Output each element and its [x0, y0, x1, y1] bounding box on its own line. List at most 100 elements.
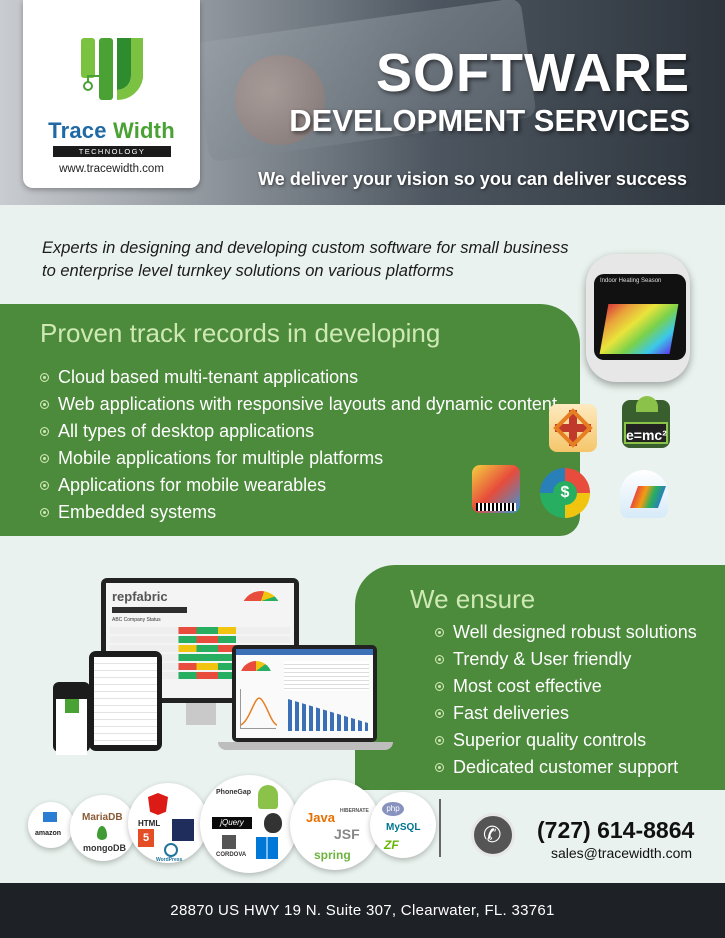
money-chart-icon: $: [540, 468, 590, 518]
amazon-logo: amazon: [35, 830, 62, 837]
laptop-table: [284, 661, 369, 691]
header-tagline: We deliver your vision so you can delive…: [258, 169, 687, 189]
watch-screen-text: Indoor Heating Season: [600, 278, 662, 284]
monitor-table: [106, 625, 294, 681]
monitor-subtitle: ABC Company Status: [112, 617, 161, 623]
logo-card: Trace Width TECHNOLOGY SOLUTIONS www.tra…: [23, 0, 200, 188]
bullet-icon: [40, 427, 49, 436]
we-ensure-panel: We ensure Well designed robust solutions…: [355, 565, 725, 790]
title-software: SOFTWARE: [376, 43, 690, 103]
watch-face: Indoor Heating Season: [594, 274, 686, 360]
tech-circle-databases: MariaDB mongoDB: [70, 795, 136, 861]
contact-divider: [439, 799, 441, 857]
tablet-screen: [94, 657, 157, 745]
footer: 28870 US HWY 19 N. Suite 307, Clearwater…: [0, 883, 725, 938]
network-diagram-icon: [549, 404, 597, 452]
list-item: Fast deliveries: [435, 700, 697, 727]
php-logo: php: [382, 802, 404, 816]
formula-sign: e=mc²: [624, 422, 668, 444]
track-record-list: Cloud based multi-tenant applications We…: [40, 364, 557, 526]
we-ensure-heading: We ensure: [410, 584, 536, 614]
html-label: HTML: [138, 819, 161, 828]
tablet-image: [89, 651, 162, 751]
trace-width-logo-icon: [81, 38, 143, 101]
microsoft-azure-icon: [43, 812, 57, 822]
track-record-heading: Proven track records in developing: [40, 318, 441, 348]
tech-circle-web: HTML 5 WordPress: [128, 783, 208, 863]
android-head-icon: [636, 396, 658, 412]
apple-icon: [264, 813, 282, 833]
bullet-icon: [435, 709, 444, 718]
laptop-gauge-icon: [240, 661, 272, 681]
mysql-logo: MySQL: [386, 822, 421, 833]
list-item: Embedded systems: [40, 499, 557, 526]
company-name-trace: Trace: [48, 118, 107, 143]
list-item: Mobile applications for multiple platfor…: [40, 445, 557, 472]
analytics-chart-icon: [472, 465, 520, 513]
laptop-bar-chart: [288, 699, 368, 731]
bullet-icon: [40, 481, 49, 490]
list-item: Web applications with responsive layouts…: [40, 391, 557, 418]
tech-circle-java: Java HIBERNATE JSF spring: [290, 780, 380, 870]
spring-logo: spring: [314, 848, 351, 862]
list-item: Trendy & User friendly: [435, 646, 697, 673]
watch-band: Indoor Heating Season: [586, 254, 690, 382]
track-record-panel: Proven track records in developing Cloud…: [0, 304, 580, 536]
list-item: All types of desktop applications: [40, 418, 557, 445]
title-development-services: DEVELOPMENT SERVICES: [289, 103, 690, 138]
hibernate-logo: HIBERNATE: [340, 808, 369, 814]
android-formula-icon: e=mc²: [622, 396, 670, 448]
phone-image: [53, 682, 90, 755]
books-icon: [629, 486, 667, 508]
java-logo: Java: [306, 810, 335, 825]
laptop-titlebar: [236, 649, 373, 655]
watch-heatmap-graphic: [599, 304, 679, 354]
dollar-icon: $: [553, 481, 577, 505]
we-ensure-list: Well designed robust solutions Trendy & …: [435, 619, 697, 781]
contact-phone[interactable]: (727) 614-8864: [537, 817, 695, 843]
smartwatch-image: Indoor Heating Season: [568, 254, 698, 382]
bootstrap-icon: [172, 819, 194, 841]
wordpress-logo: WordPress: [156, 857, 183, 863]
tech-circle-mobile: PhoneGap jQuery CORDOVA: [200, 775, 298, 873]
laptop-line-chart: [240, 689, 278, 729]
list-item: Most cost effective: [435, 673, 697, 700]
list-item: Dedicated customer support: [435, 754, 697, 781]
bullet-icon: [435, 736, 444, 745]
cordova-icon: [222, 835, 236, 849]
phonegap-logo: PhoneGap: [216, 789, 252, 796]
android-icon: [258, 785, 278, 809]
html5-icon: 5: [138, 829, 154, 847]
jsf-logo: JSF: [334, 826, 360, 842]
mongodb-logo: mongoDB: [83, 843, 126, 853]
laptop-image: [232, 645, 377, 742]
list-item: Cloud based multi-tenant applications: [40, 364, 557, 391]
header-banner: Trace Width TECHNOLOGY SOLUTIONS www.tra…: [0, 0, 725, 205]
gauge-icon: [241, 591, 281, 611]
barcode-icon: [476, 503, 516, 511]
company-website-link[interactable]: www.tracewidth.com: [59, 163, 164, 175]
bullet-icon: [40, 454, 49, 463]
cordova-logo: CORDOVA: [216, 852, 247, 858]
monitor-brand: repfabric: [112, 589, 168, 604]
monitor-stand: [186, 703, 216, 725]
phone-logo-icon: [64, 699, 79, 713]
zend-logo: ZF: [384, 838, 399, 852]
mariadb-logo: MariaDB: [82, 812, 123, 823]
tech-circle-microsoft-amazon: amazon: [28, 802, 74, 848]
bullet-icon: [435, 763, 444, 772]
intro-text: Experts in designing and developing cust…: [42, 239, 569, 280]
phone-icon: [471, 813, 515, 857]
contact-email[interactable]: sales@tracewidth.com: [551, 845, 693, 861]
network-diagram-icon-graphic: [553, 408, 593, 448]
laptop-line-chart-graphic: [240, 697, 278, 726]
company-name: Trace Width: [23, 118, 200, 144]
footer-address: 28870 US HWY 19 N. Suite 307, Clearwater…: [170, 902, 555, 919]
monitor-toolbar: [112, 607, 187, 613]
bullet-icon: [40, 373, 49, 382]
bullet-icon: [435, 682, 444, 691]
bullet-icon: [435, 655, 444, 664]
phone-screen: [56, 699, 87, 755]
laptop-screen: [236, 649, 373, 738]
company-tagline: TECHNOLOGY SOLUTIONS: [53, 146, 171, 167]
